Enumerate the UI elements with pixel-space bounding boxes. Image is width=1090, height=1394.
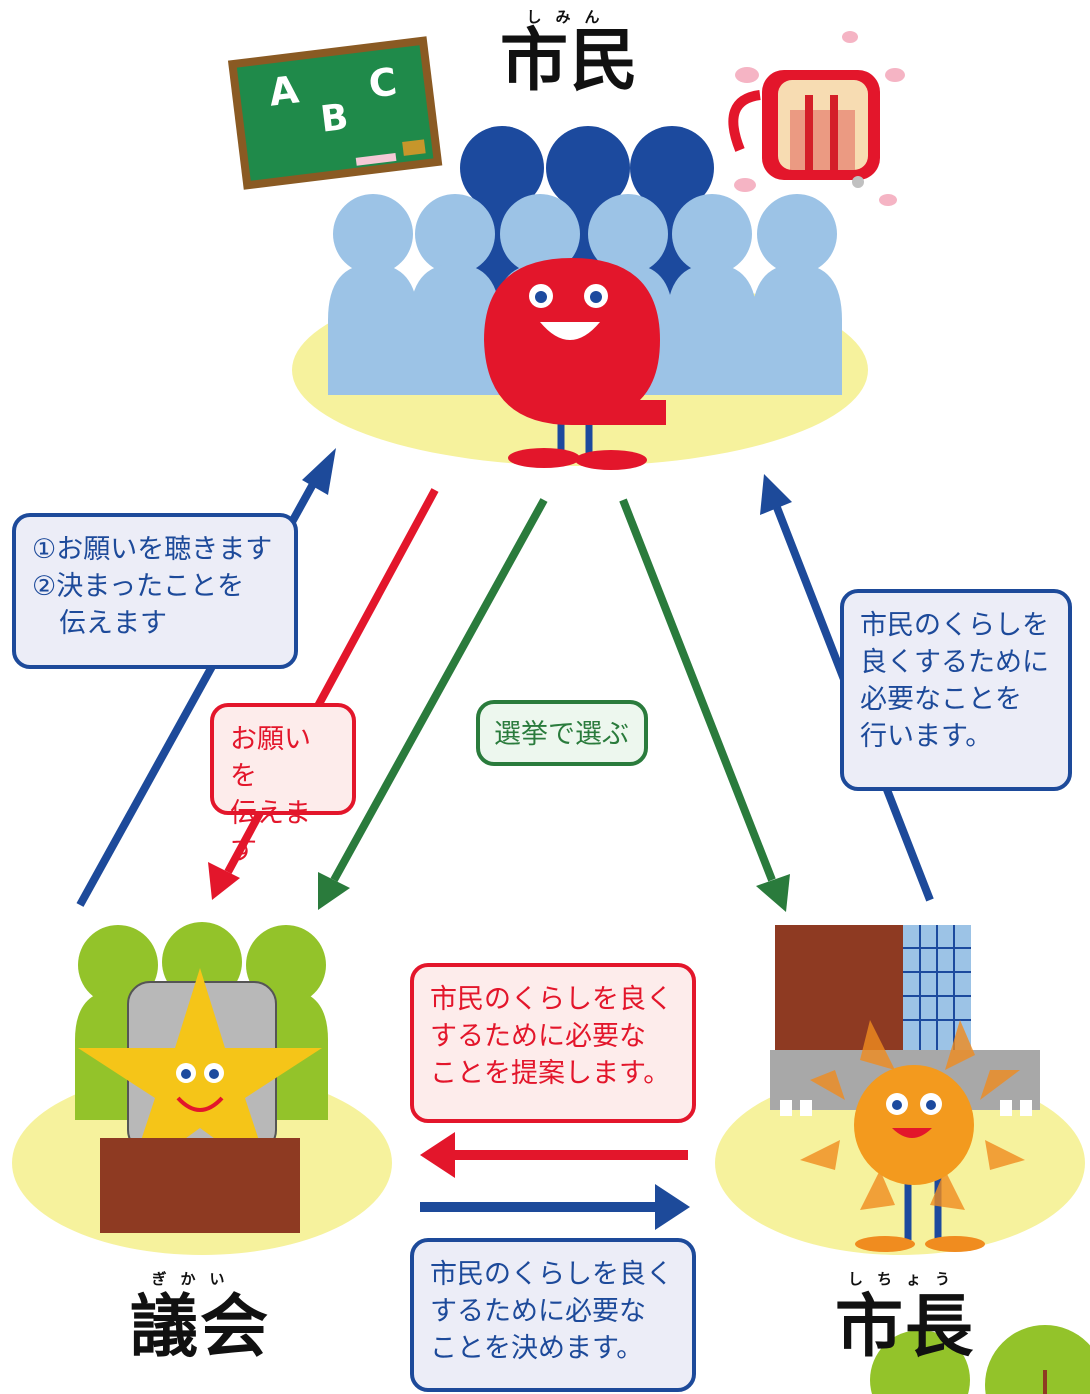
- arrow-election-to-council: [318, 498, 548, 910]
- citizens-group: [292, 126, 868, 470]
- mayor-to-citizens-label: 市民のくらしを 良くするために 必要なことを 行います。: [840, 589, 1072, 791]
- citizens-to-council-label: お願いを 伝えます: [210, 703, 356, 866]
- blackboard: A B C: [227, 36, 443, 190]
- election-label: 選挙で選ぶ: [476, 700, 648, 766]
- school-backpack-icon: [728, 31, 905, 206]
- council-group: [12, 922, 392, 1255]
- citizens-title: 市民: [499, 22, 640, 101]
- tree-icon: [870, 1325, 1090, 1394]
- council-to-citizens-label: ①お願いを聴きます ②決まったことを 伝えます: [12, 513, 298, 669]
- mayor-reading: しちょう: [847, 1270, 964, 1288]
- council-to-mayor-label: 市民のくらしを良く するために必要な ことを決めます。: [410, 1238, 696, 1392]
- council-podium: [100, 1138, 300, 1233]
- council-star-mascot: [78, 968, 322, 1180]
- arrow-mayor-to-council: [420, 1132, 688, 1178]
- arrow-council-to-mayor: [420, 1184, 690, 1230]
- blackboard-letter-b: B: [318, 97, 350, 141]
- citizen-mascot: [484, 258, 666, 470]
- mayor-to-council-label: 市民のくらしを良く するために必要な ことを提案します。: [410, 963, 696, 1123]
- mayor-title: 市長: [834, 1288, 975, 1367]
- mayor-group: [715, 925, 1085, 1255]
- council-title: 議会: [129, 1288, 270, 1367]
- council-reading: ぎかい: [151, 1270, 239, 1288]
- blackboard-letter-c: C: [366, 59, 399, 106]
- citizens-reading: しみん: [526, 8, 614, 26]
- arrow-election-to-mayor: [619, 498, 790, 912]
- mayor-sun-mascot: [800, 1020, 1025, 1252]
- blackboard-letter-a: A: [266, 67, 301, 114]
